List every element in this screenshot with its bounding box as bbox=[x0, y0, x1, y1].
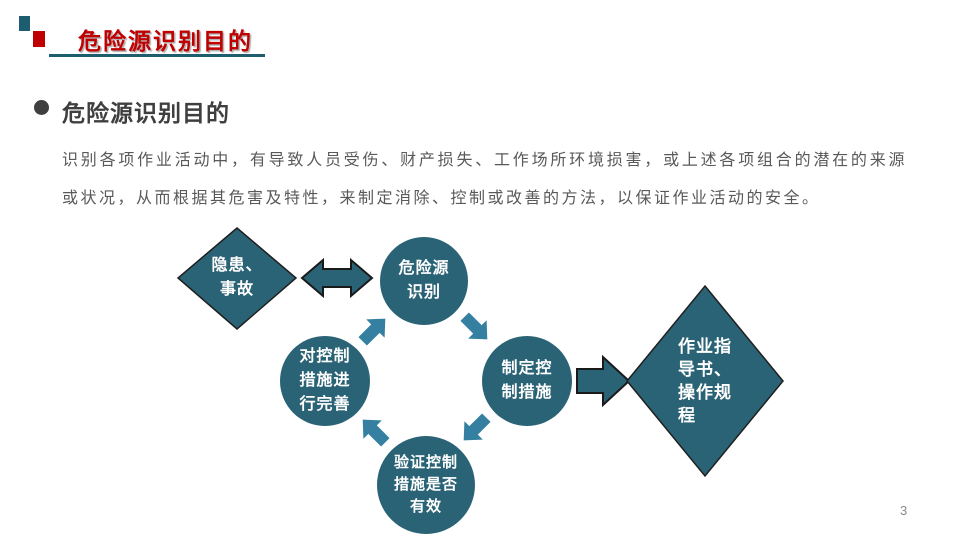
title-underline bbox=[49, 54, 265, 57]
improve-circle-shape bbox=[280, 336, 370, 426]
verify-circle-shape bbox=[377, 436, 475, 534]
identify-circle-shape bbox=[380, 237, 468, 325]
verify-circle-label: 验证控制 措施是否 有效 bbox=[393, 454, 459, 515]
decor-teal-square bbox=[19, 16, 30, 31]
slide-header-title: 危险源识别目的 bbox=[78, 28, 253, 54]
right-arrow-icon bbox=[576, 354, 631, 408]
cycle-arrow-down-right-icon bbox=[460, 312, 488, 340]
identify-circle-label: 危险源 识别 bbox=[398, 260, 450, 301]
output-diamond-shape bbox=[626, 284, 784, 478]
page-number: 3 bbox=[900, 503, 908, 518]
plan-circle-shape bbox=[482, 336, 572, 426]
hazard-diamond-shape bbox=[176, 227, 298, 330]
cycle-arrow-up-right-icon bbox=[358, 318, 386, 346]
double-arrow-icon bbox=[300, 257, 374, 299]
improve-circle-label: 对控制 措施进 行完善 bbox=[299, 348, 351, 413]
decor-red-square bbox=[33, 31, 45, 47]
bullet-icon bbox=[34, 100, 49, 115]
output-diamond-label: 作业指 导书、 操作规 程 bbox=[678, 337, 732, 425]
plan-circle-label: 制定控 制措施 bbox=[501, 360, 553, 401]
cycle-arrow-down-left-icon bbox=[463, 413, 491, 441]
hazard-diamond-label: 隐患、 事故 bbox=[211, 257, 263, 298]
cycle-arrow-up-left-icon bbox=[362, 419, 390, 447]
section-heading: 危险源识别目的 bbox=[62, 100, 230, 126]
body-paragraph: 识别各项作业活动中，有导致人员受伤、财产损失、工作场所环境损害，或上述各项组合的… bbox=[62, 152, 907, 207]
